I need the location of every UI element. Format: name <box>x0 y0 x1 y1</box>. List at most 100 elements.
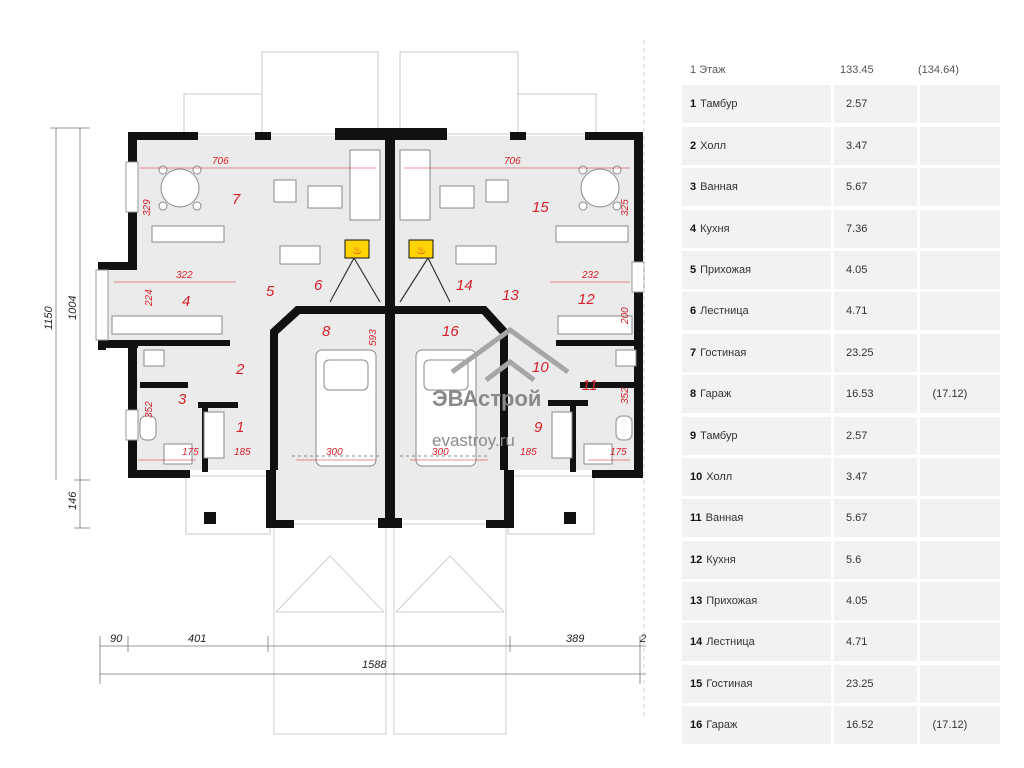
room-number: 12 <box>690 553 703 566</box>
room-name: Гостиная <box>700 346 747 359</box>
room-area: 2.57 <box>834 416 918 455</box>
room-name: Холл <box>706 470 733 483</box>
dim-label: 329 <box>142 199 153 216</box>
dim-label: 185 <box>520 447 537 458</box>
fireplace-icon <box>344 239 370 259</box>
watermark-url: evastroy.ru <box>432 431 515 450</box>
dimension-lines <box>50 40 646 720</box>
room-number: 8 <box>322 323 331 340</box>
room-name: Кухня <box>700 222 730 235</box>
room-area-total <box>920 623 1000 662</box>
room-name: Тамбур <box>700 98 738 111</box>
logo-icon <box>450 326 570 382</box>
red-dim-lines <box>114 167 630 461</box>
dim-label: 224 <box>144 289 155 307</box>
dim-label: 300 <box>326 447 343 458</box>
dim-label: 2 <box>639 633 646 645</box>
outer-dimensions: 1150 1004 146 90 401 389 2 1588 <box>43 296 646 671</box>
room-area-total <box>920 582 1000 621</box>
table-header: 1 Этаж 133.45 (134.64) <box>682 58 1000 82</box>
room-name: Тамбур <box>700 429 738 442</box>
svg-text:♨: ♨ <box>352 245 362 257</box>
room-number: 7 <box>232 191 241 208</box>
dim-label: 1150 <box>43 305 55 330</box>
dim-label: 706 <box>504 156 521 167</box>
room-name: Холл <box>700 139 727 152</box>
driveways <box>273 523 507 735</box>
room-area-total <box>920 85 1000 124</box>
room-number: 15 <box>690 677 703 690</box>
room-number: 16 <box>442 323 459 340</box>
room-number: 2 <box>235 361 245 378</box>
room-area: 5.67 <box>834 168 918 207</box>
dim-label: 200 <box>620 307 631 325</box>
room-number: 12 <box>578 291 595 308</box>
dim-label: 90 <box>110 633 123 645</box>
room-number: 6 <box>314 277 323 294</box>
room-area-total: (17.12) <box>920 706 1000 745</box>
room-number: 10 <box>532 359 549 376</box>
room-area: 4.05 <box>834 250 918 289</box>
room-area-total <box>920 664 1000 703</box>
room-area: 5.6 <box>834 540 918 579</box>
floor-area-total: (134.64) <box>918 64 959 76</box>
room-number: 4 <box>690 222 697 235</box>
room-area-total <box>920 209 1000 248</box>
room-number: 7 <box>690 346 697 359</box>
terrace-outlines <box>183 51 597 535</box>
room-area: 4.71 <box>834 292 918 331</box>
room-number: 11 <box>582 377 598 394</box>
room-name: Кухня <box>706 553 736 566</box>
room-number: 9 <box>690 429 697 442</box>
dim-label: 1004 <box>67 296 79 320</box>
room-area: 3.47 <box>834 457 918 496</box>
room-name: Ванная <box>700 181 738 194</box>
room-area: 16.52 <box>834 706 918 745</box>
dim-label: 401 <box>188 633 206 645</box>
room-number: 13 <box>690 595 703 608</box>
room-area: 3.47 <box>834 126 918 165</box>
room-area: 4.71 <box>834 623 918 662</box>
room-number: 9 <box>534 419 543 436</box>
room-number: 5 <box>266 283 275 300</box>
dim-label: 389 <box>566 633 584 645</box>
room-area-total <box>920 292 1000 331</box>
room-area: 23.25 <box>834 333 918 372</box>
room-number: 1 <box>690 98 697 111</box>
room-name: Лестница <box>706 636 755 649</box>
room-number: 16 <box>690 719 703 732</box>
room-area-total <box>920 540 1000 579</box>
room-name: Ванная <box>705 512 744 525</box>
room-number: 10 <box>690 470 703 483</box>
room-area: 4.05 <box>834 582 918 621</box>
room-name: Лестница <box>700 305 749 318</box>
dim-label: 185 <box>234 447 251 458</box>
room-area: 2.57 <box>834 85 918 124</box>
dim-label: 175 <box>182 447 199 458</box>
room-area: 16.53 <box>834 375 918 414</box>
room-area-total <box>920 457 1000 496</box>
room-number: 3 <box>690 181 697 194</box>
